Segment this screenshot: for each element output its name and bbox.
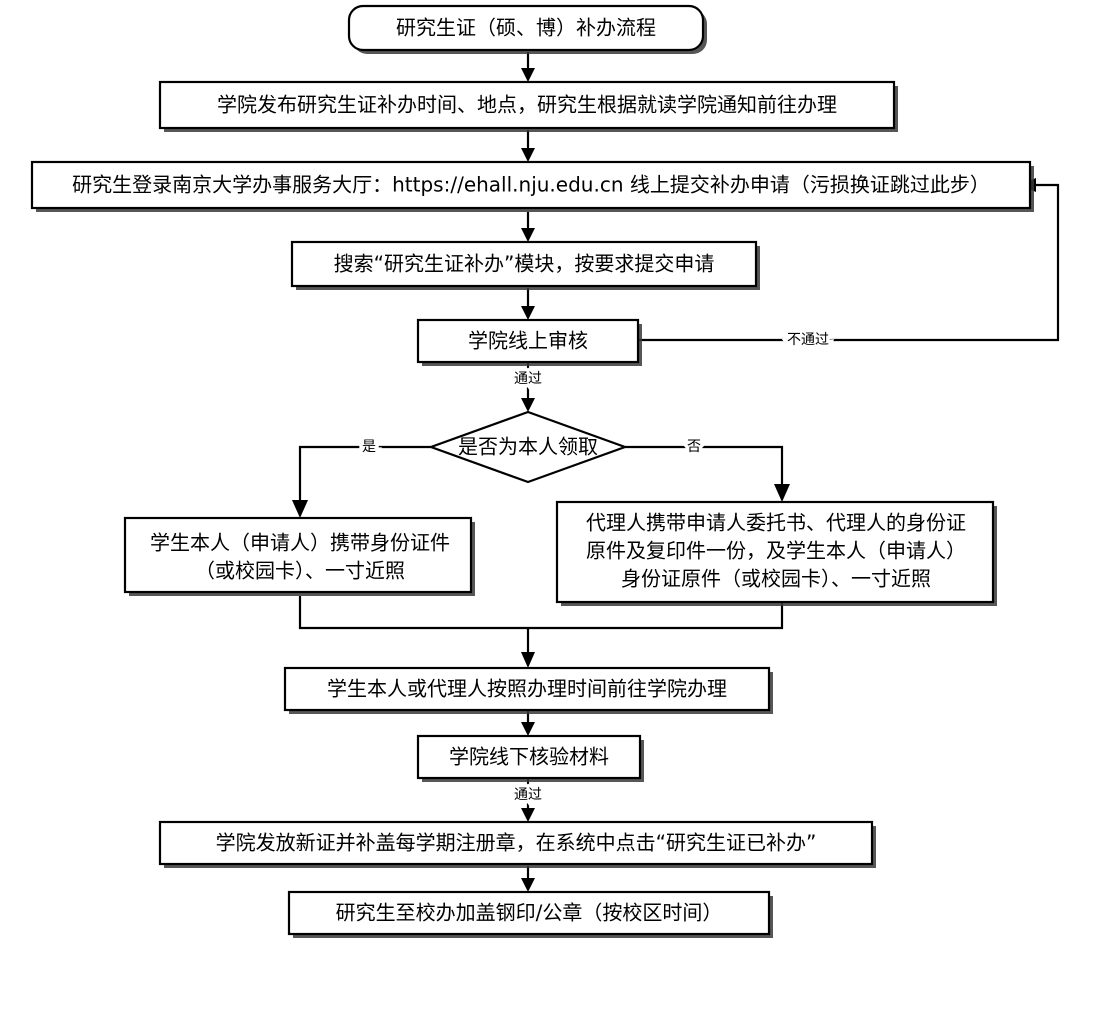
node-offline-verify[interactable]: 学院线下核验材料 [416, 734, 644, 782]
node-decision[interactable]: 是否为本人领取 [427, 410, 629, 484]
node-offline-verify-label: 学院线下核验材料 [449, 745, 609, 769]
node-announce[interactable]: 学院发布研究生证补办时间、地点，研究生根据就读学院通知前往办理 [158, 80, 898, 132]
connector-review-to-decision [521, 362, 535, 412]
node-search[interactable]: 搜索“研究生证补办”模块，按要求提交申请 [290, 240, 760, 290]
connector-search-to-review [521, 288, 535, 320]
connector-title-to-announce [521, 52, 535, 82]
node-self-pickup[interactable]: 学生本人（申请人）携带身份证件 （或校园卡）、一寸近照 [123, 516, 475, 596]
node-go-college-label: 学生本人或代理人按照办理时间前往学院办理 [327, 677, 727, 701]
connector-issue-to-seal [521, 866, 535, 892]
connector-login-to-search [521, 212, 535, 242]
node-go-college[interactable]: 学生本人或代理人按照办理时间前往学院办理 [283, 666, 773, 714]
connector-merge-to-go-college [298, 596, 784, 668]
node-login-label: 研究生登录南京大学办事服务大厅：https://ehall.nju.edu.cn… [72, 173, 990, 197]
node-issue-new-label: 学院发放新证并补盖每学期注册章，在系统中点击“研究生证已补办” [216, 831, 817, 855]
node-self-pickup-line1: 学生本人（申请人）携带身份证件 [150, 531, 450, 555]
edge-label-fail-online: 不通过 [787, 332, 829, 348]
node-seal-label: 研究生至校办加盖钢印/公章（按校区时间） [336, 901, 723, 925]
connector-decision-yes [292, 445, 431, 518]
node-issue-new[interactable]: 学院发放新证并补盖每学期注册章，在系统中点击“研究生证已补办” [158, 820, 876, 868]
node-self-pickup-line2: （或校园卡）、一寸近照 [195, 559, 405, 583]
node-title-label: 研究生证（硕、博）补办流程 [396, 16, 656, 40]
edge-label-pass-online: 通过 [514, 371, 542, 387]
connector-announce-to-login [521, 130, 535, 162]
node-agent-pickup-line3: 身份证原件（或校园卡）、一寸近照 [621, 567, 931, 591]
edge-label-pass-offline: 通过 [514, 787, 542, 803]
edge-label-yes: 是 [362, 439, 376, 455]
node-online-review[interactable]: 学院线上审核 [416, 318, 642, 366]
node-agent-pickup-line2: 原件及复印件一份，及学生本人（申请人） [586, 539, 966, 563]
node-seal[interactable]: 研究生至校办加盖钢印/公章（按校区时间） [287, 890, 773, 938]
node-announce-label: 学院发布研究生证补办时间、地点，研究生根据就读学院通知前往办理 [217, 93, 837, 117]
connector-decision-no [625, 445, 790, 502]
node-online-review-label: 学院线上审核 [468, 329, 588, 353]
node-title[interactable]: 研究生证（硕、博）补办流程 [347, 4, 707, 54]
node-agent-pickup[interactable]: 代理人携带申请人委托书、代理人的身份证 原件及复印件一份，及学生本人（申请人） … [555, 500, 997, 606]
edge-label-no: 否 [687, 439, 701, 455]
node-search-label: 搜索“研究生证补办”模块，按要求提交申请 [334, 252, 715, 276]
node-decision-label: 是否为本人领取 [458, 435, 598, 459]
node-agent-pickup-line1: 代理人携带申请人委托书、代理人的身份证 [586, 511, 966, 535]
node-login[interactable]: 研究生登录南京大学办事服务大厅：https://ehall.nju.edu.cn… [30, 160, 1034, 212]
